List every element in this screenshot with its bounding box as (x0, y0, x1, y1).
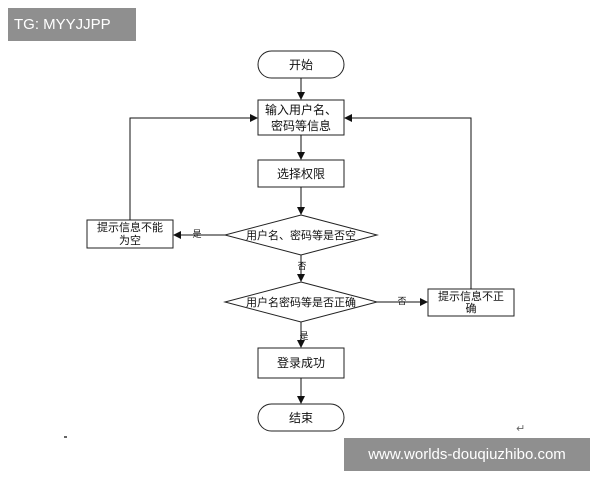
decision-empty-label: 用户名、密码等是否空 (246, 228, 356, 242)
prompt-incorrect-label-line2: 确 (466, 302, 477, 315)
decision-correct-label: 用户名密码等是否正确 (246, 295, 356, 309)
edge-label-yes-empty: 是 (192, 229, 201, 240)
select-permission-box (257, 159, 345, 188)
edge-label-yes-correct: 是 (299, 331, 308, 342)
input-info-box (257, 99, 345, 136)
edge-label-no-correct: 否 (397, 296, 406, 307)
arrow-prompt-empty-loop (129, 114, 258, 220)
end-label: 结束 (289, 411, 313, 425)
prompt-incorrect-box (427, 288, 515, 317)
end-terminal (257, 403, 345, 432)
edge-label-no-empty: 否 (297, 261, 306, 272)
prompt-incorrect-label-line1: 提示信息不正 (438, 289, 504, 303)
stray-mark (64, 436, 67, 438)
login-success-box (257, 347, 345, 379)
input-info-label-line1: 输入用户名、 (265, 102, 337, 117)
watermark-top-left: TG: MYYJJPP (8, 8, 136, 41)
prompt-empty-label-line1: 提示信息不能 (97, 220, 163, 234)
arrow-prompt-incorrect-loop (344, 114, 472, 289)
input-info-label-line2: 密码等信息 (271, 118, 331, 133)
watermark-bottom-right: www.worlds-douqiuzhibo.com (344, 438, 590, 471)
prompt-empty-label-line2: 为空 (119, 233, 141, 247)
select-permission-label: 选择权限 (277, 167, 325, 181)
start-label: 开始 (289, 58, 313, 72)
login-success-label: 登录成功 (277, 355, 325, 370)
return-mark: ↵ (516, 422, 526, 435)
